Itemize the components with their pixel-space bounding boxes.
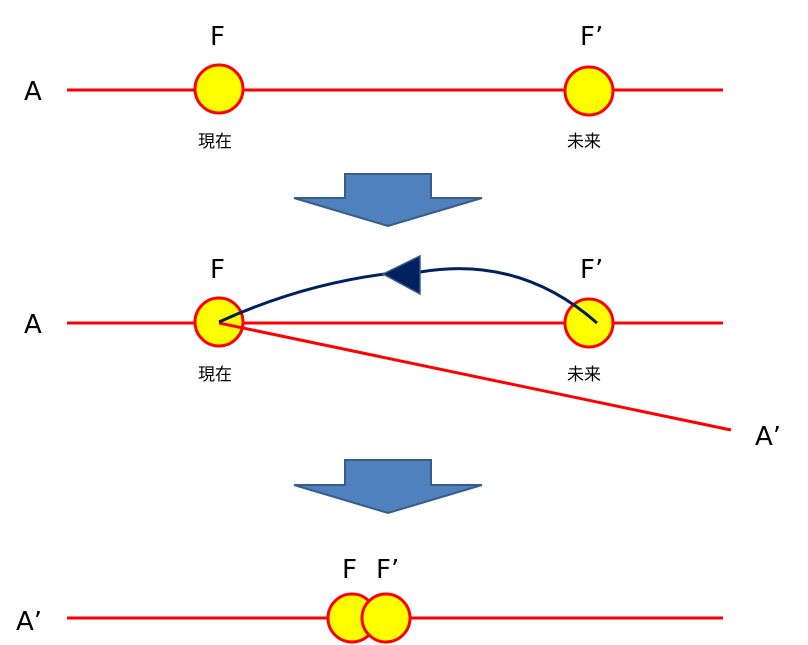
panel-3: A’ F F’ [16,555,723,644]
point-f-prime-label: F’ [376,555,399,585]
axis-label-a: A [24,310,42,340]
axis-label-a: A [24,77,42,107]
tilted-axis-label-a-prime: A’ [755,422,781,452]
point-f-prime-caption: 未来 [567,132,601,152]
point-f-prime-label: F’ [580,22,603,52]
point-f-prime [563,65,615,117]
arrowhead-left-icon [381,254,421,296]
point-f-label: F [210,22,225,52]
point-f-prime [563,297,615,349]
point-f-prime-label: F’ [580,255,603,285]
point-f-prime-caption: 未来 [567,365,601,385]
panel-1: A F F’ 現在 未来 [24,22,723,152]
tilted-axis-line-a-prime [218,321,732,432]
point-f-label: F [342,555,357,585]
point-f-caption: 現在 [198,132,232,152]
panel-2: A A’ F F’ 現在 未来 [24,254,781,452]
point-f-label: F [210,255,225,285]
point-f-prime [360,592,412,644]
down-arrow-icon [293,459,483,515]
point-f-caption: 現在 [198,365,232,385]
down-arrow-icon [293,173,483,228]
point-f [193,63,245,115]
axis-label-a-prime: A’ [16,607,42,637]
